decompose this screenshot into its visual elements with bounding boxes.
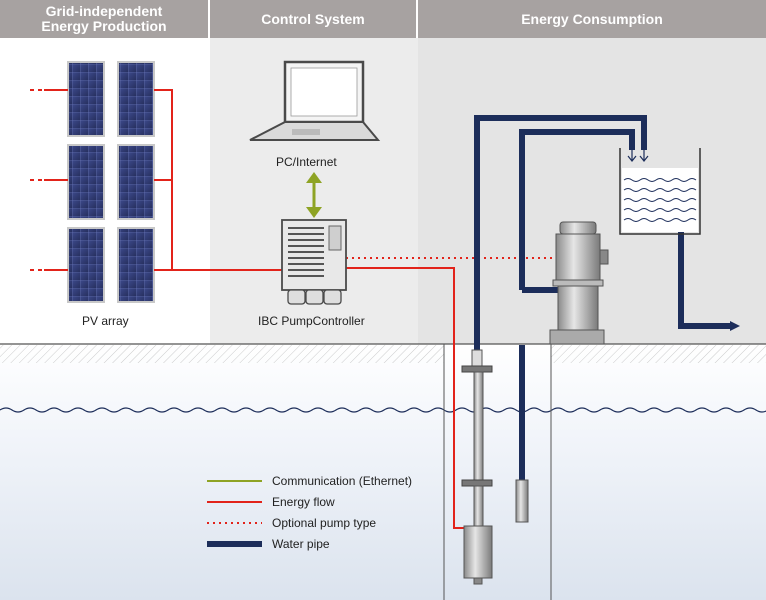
submersible-pump-icon bbox=[461, 349, 493, 585]
inflow-arrows-icon bbox=[627, 150, 649, 162]
pv-label: PV array bbox=[82, 314, 129, 328]
legend-label-optional: Optional pump type bbox=[272, 516, 377, 530]
outflow-arrow-icon bbox=[730, 321, 740, 331]
controller-label: IBC PumpController bbox=[258, 314, 365, 328]
legend-swatches bbox=[207, 480, 262, 547]
pc-label: PC/Internet bbox=[276, 155, 337, 169]
pv-panel bbox=[117, 144, 155, 220]
laptop-icon bbox=[249, 60, 381, 141]
water-table-line bbox=[0, 407, 766, 413]
header-production: Grid-independent Energy Production bbox=[0, 0, 208, 38]
sensor-probe-icon bbox=[515, 479, 529, 523]
water-tank bbox=[619, 148, 701, 235]
communication-link bbox=[306, 172, 322, 218]
legend-label-water: Water pipe bbox=[272, 537, 330, 551]
ground-hatch-right bbox=[551, 345, 766, 363]
energy-flow-lines bbox=[30, 89, 464, 529]
pv-array bbox=[67, 61, 155, 303]
pv-panel bbox=[67, 61, 105, 137]
legend-label-communication: Communication (Ethernet) bbox=[272, 474, 413, 488]
pv-panel bbox=[117, 227, 155, 303]
header-control: Control System bbox=[210, 0, 416, 38]
pv-panel bbox=[67, 227, 105, 303]
pump-controller-icon bbox=[281, 219, 347, 305]
ground-hatch-left bbox=[0, 345, 444, 363]
pv-panel bbox=[117, 61, 155, 137]
legend-label-energy: Energy flow bbox=[272, 495, 335, 509]
water-pipes bbox=[474, 115, 730, 480]
header-consumption: Energy Consumption bbox=[418, 0, 766, 38]
ground-area bbox=[0, 344, 766, 600]
surface-pump-icon bbox=[549, 221, 609, 345]
pv-panel bbox=[67, 144, 105, 220]
